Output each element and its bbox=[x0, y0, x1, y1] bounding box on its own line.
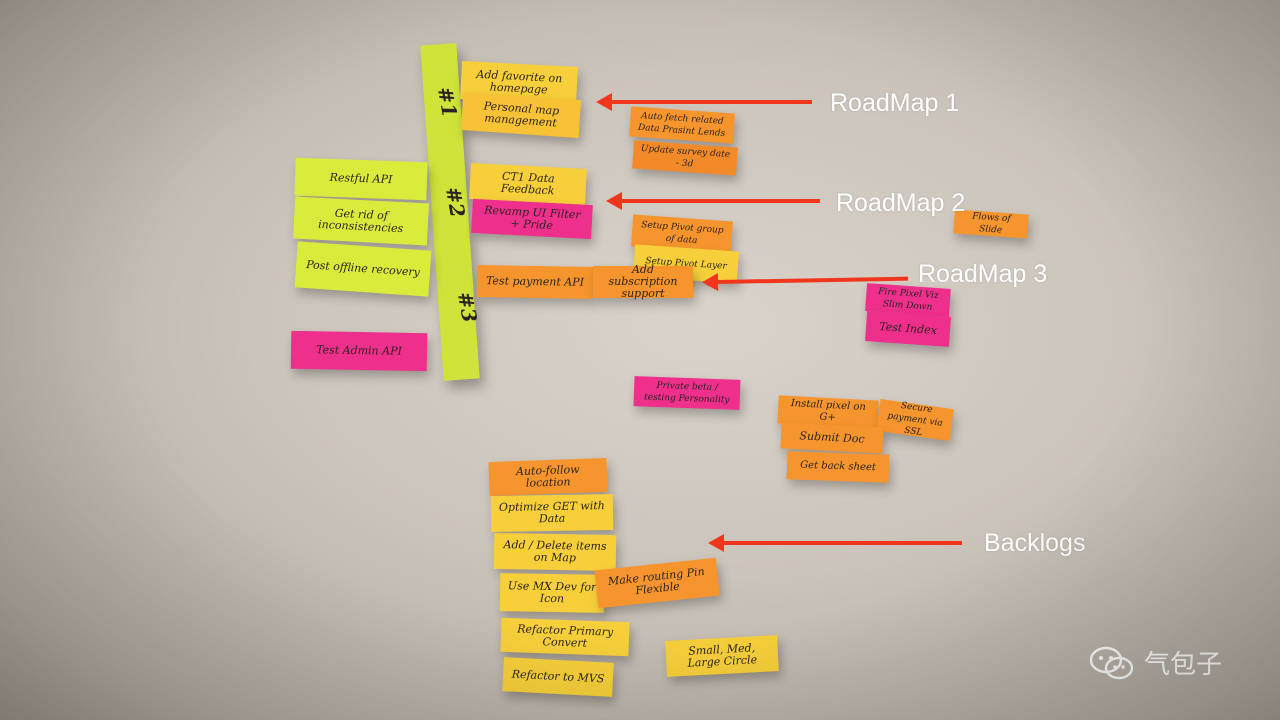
sticky-note: Restful API bbox=[294, 157, 428, 201]
sticky-note: Small, Med, Large Circle bbox=[665, 635, 779, 677]
arrow-backlogs bbox=[708, 534, 962, 552]
sticky-note: Refactor Primary Convert bbox=[500, 617, 630, 657]
label-roadmap-1: RoadMap 1 bbox=[830, 89, 960, 117]
column-tag-1: #1 bbox=[432, 84, 462, 120]
sticky-note: Post offline recovery bbox=[294, 241, 432, 297]
sticky-note: Get back sheet bbox=[786, 451, 890, 483]
sticky-note: Auto-follow location bbox=[488, 457, 608, 497]
column-tag-2: #2 bbox=[440, 184, 470, 220]
sticky-note: Add / Delete items on Map bbox=[493, 532, 617, 572]
wechat-icon bbox=[1088, 646, 1136, 680]
sticky-note: Test Admin API bbox=[290, 330, 428, 372]
sticky-note: Use MX Dev for Icon bbox=[499, 573, 605, 613]
sticky-note: Personal map management bbox=[460, 91, 582, 139]
watermark-text: 气包子 bbox=[1144, 650, 1223, 680]
sticky-note: Add subscription support bbox=[593, 264, 693, 300]
watermark: 气包子 bbox=[1088, 644, 1222, 681]
label-roadmap-3: RoadMap 3 bbox=[918, 260, 1048, 288]
label-backlogs: Backlogs bbox=[984, 529, 1086, 557]
arrow-roadmap-1 bbox=[596, 93, 812, 111]
sticky-note: Submit Doc bbox=[780, 422, 884, 454]
sticky-note: Private beta / testing Personality bbox=[633, 376, 741, 410]
label-roadmap-2: RoadMap 2 bbox=[836, 189, 966, 217]
sticky-note: Test payment API bbox=[476, 264, 594, 300]
sticky-note: Get rid of inconsistencies bbox=[292, 196, 430, 246]
sticky-note: Test Index bbox=[865, 311, 951, 347]
arrow-roadmap-2 bbox=[606, 192, 820, 210]
sticky-note: Optimize GET with Data bbox=[490, 493, 614, 533]
sticky-note: Refactor to MVS bbox=[502, 657, 614, 697]
sticky-note: Revamp UI Filter + Pride bbox=[471, 198, 593, 240]
